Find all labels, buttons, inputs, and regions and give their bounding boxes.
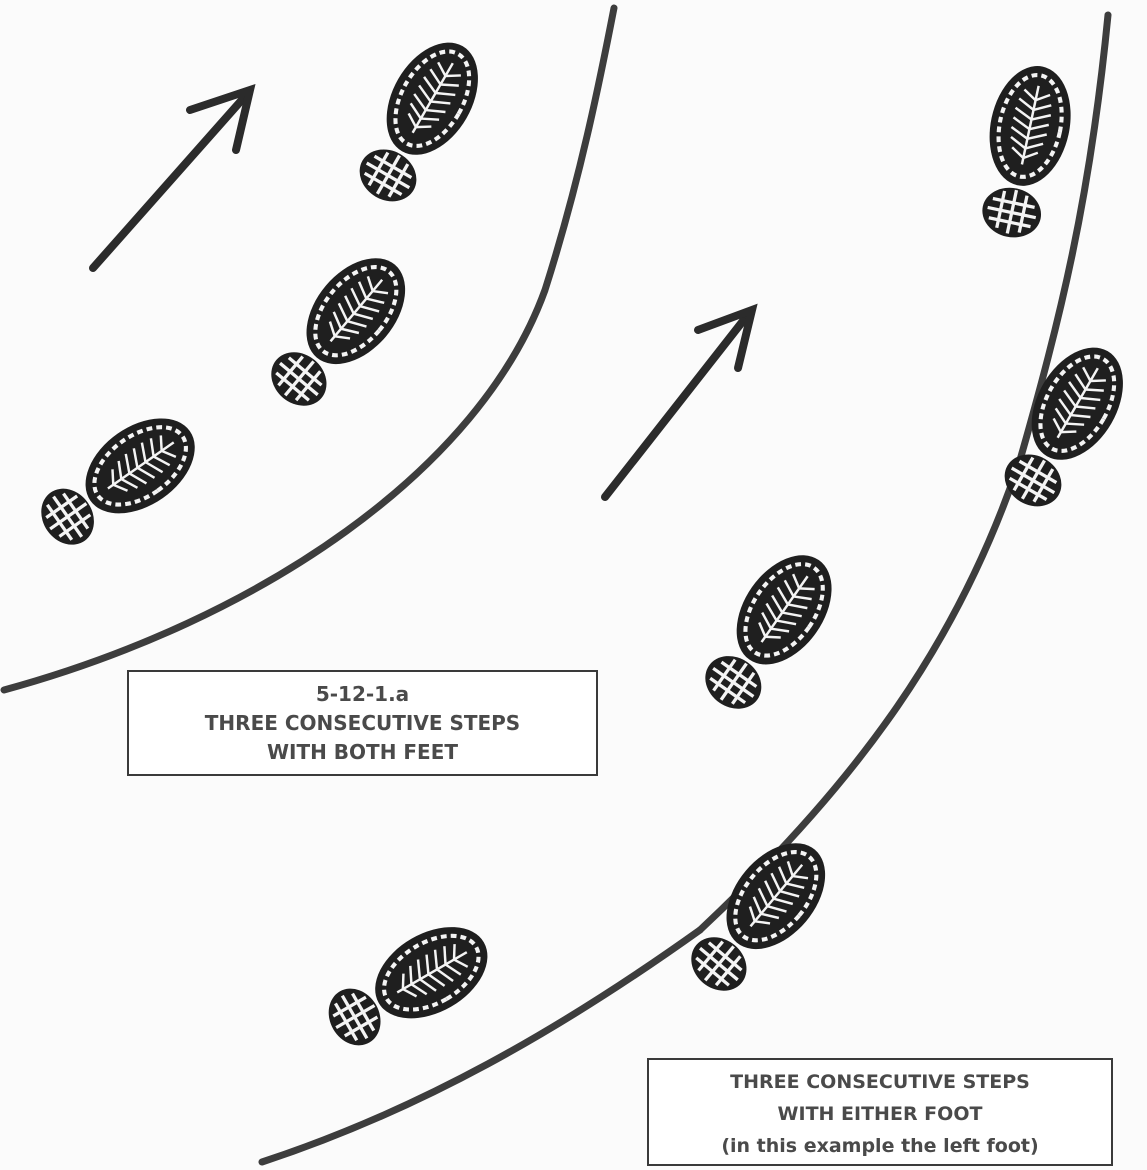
caption-a-line-1: 5-12-1.a <box>129 680 596 709</box>
caption-either-foot: THREE CONSECUTIVE STEPS WITH EITHER FOOT… <box>647 1058 1113 1166</box>
footprint-icon <box>342 26 497 216</box>
footprint-icon <box>687 538 851 726</box>
caption-b-line-2: WITH EITHER FOOT <box>649 1098 1111 1130</box>
footprint-icon <box>673 824 845 1008</box>
caption-b-line-1: THREE CONSECUTIVE STEPS <box>649 1066 1111 1098</box>
footprint-icon <box>968 58 1081 244</box>
caption-a-line-3: WITH BOTH FEET <box>129 738 596 767</box>
caption-both-feet: 5-12-1.a THREE CONSECUTIVE STEPS WITH BO… <box>127 670 598 776</box>
footprint-icon <box>253 239 425 423</box>
caption-b-line-3: (in this example the left foot) <box>649 1130 1111 1162</box>
caption-a-line-2: THREE CONSECUTIVE STEPS <box>129 709 596 738</box>
footprint-icon <box>25 399 213 563</box>
track-line-left <box>4 8 614 690</box>
footprint-icon <box>314 908 504 1063</box>
arrow-icon <box>93 90 250 268</box>
arrow-icon <box>605 310 752 497</box>
